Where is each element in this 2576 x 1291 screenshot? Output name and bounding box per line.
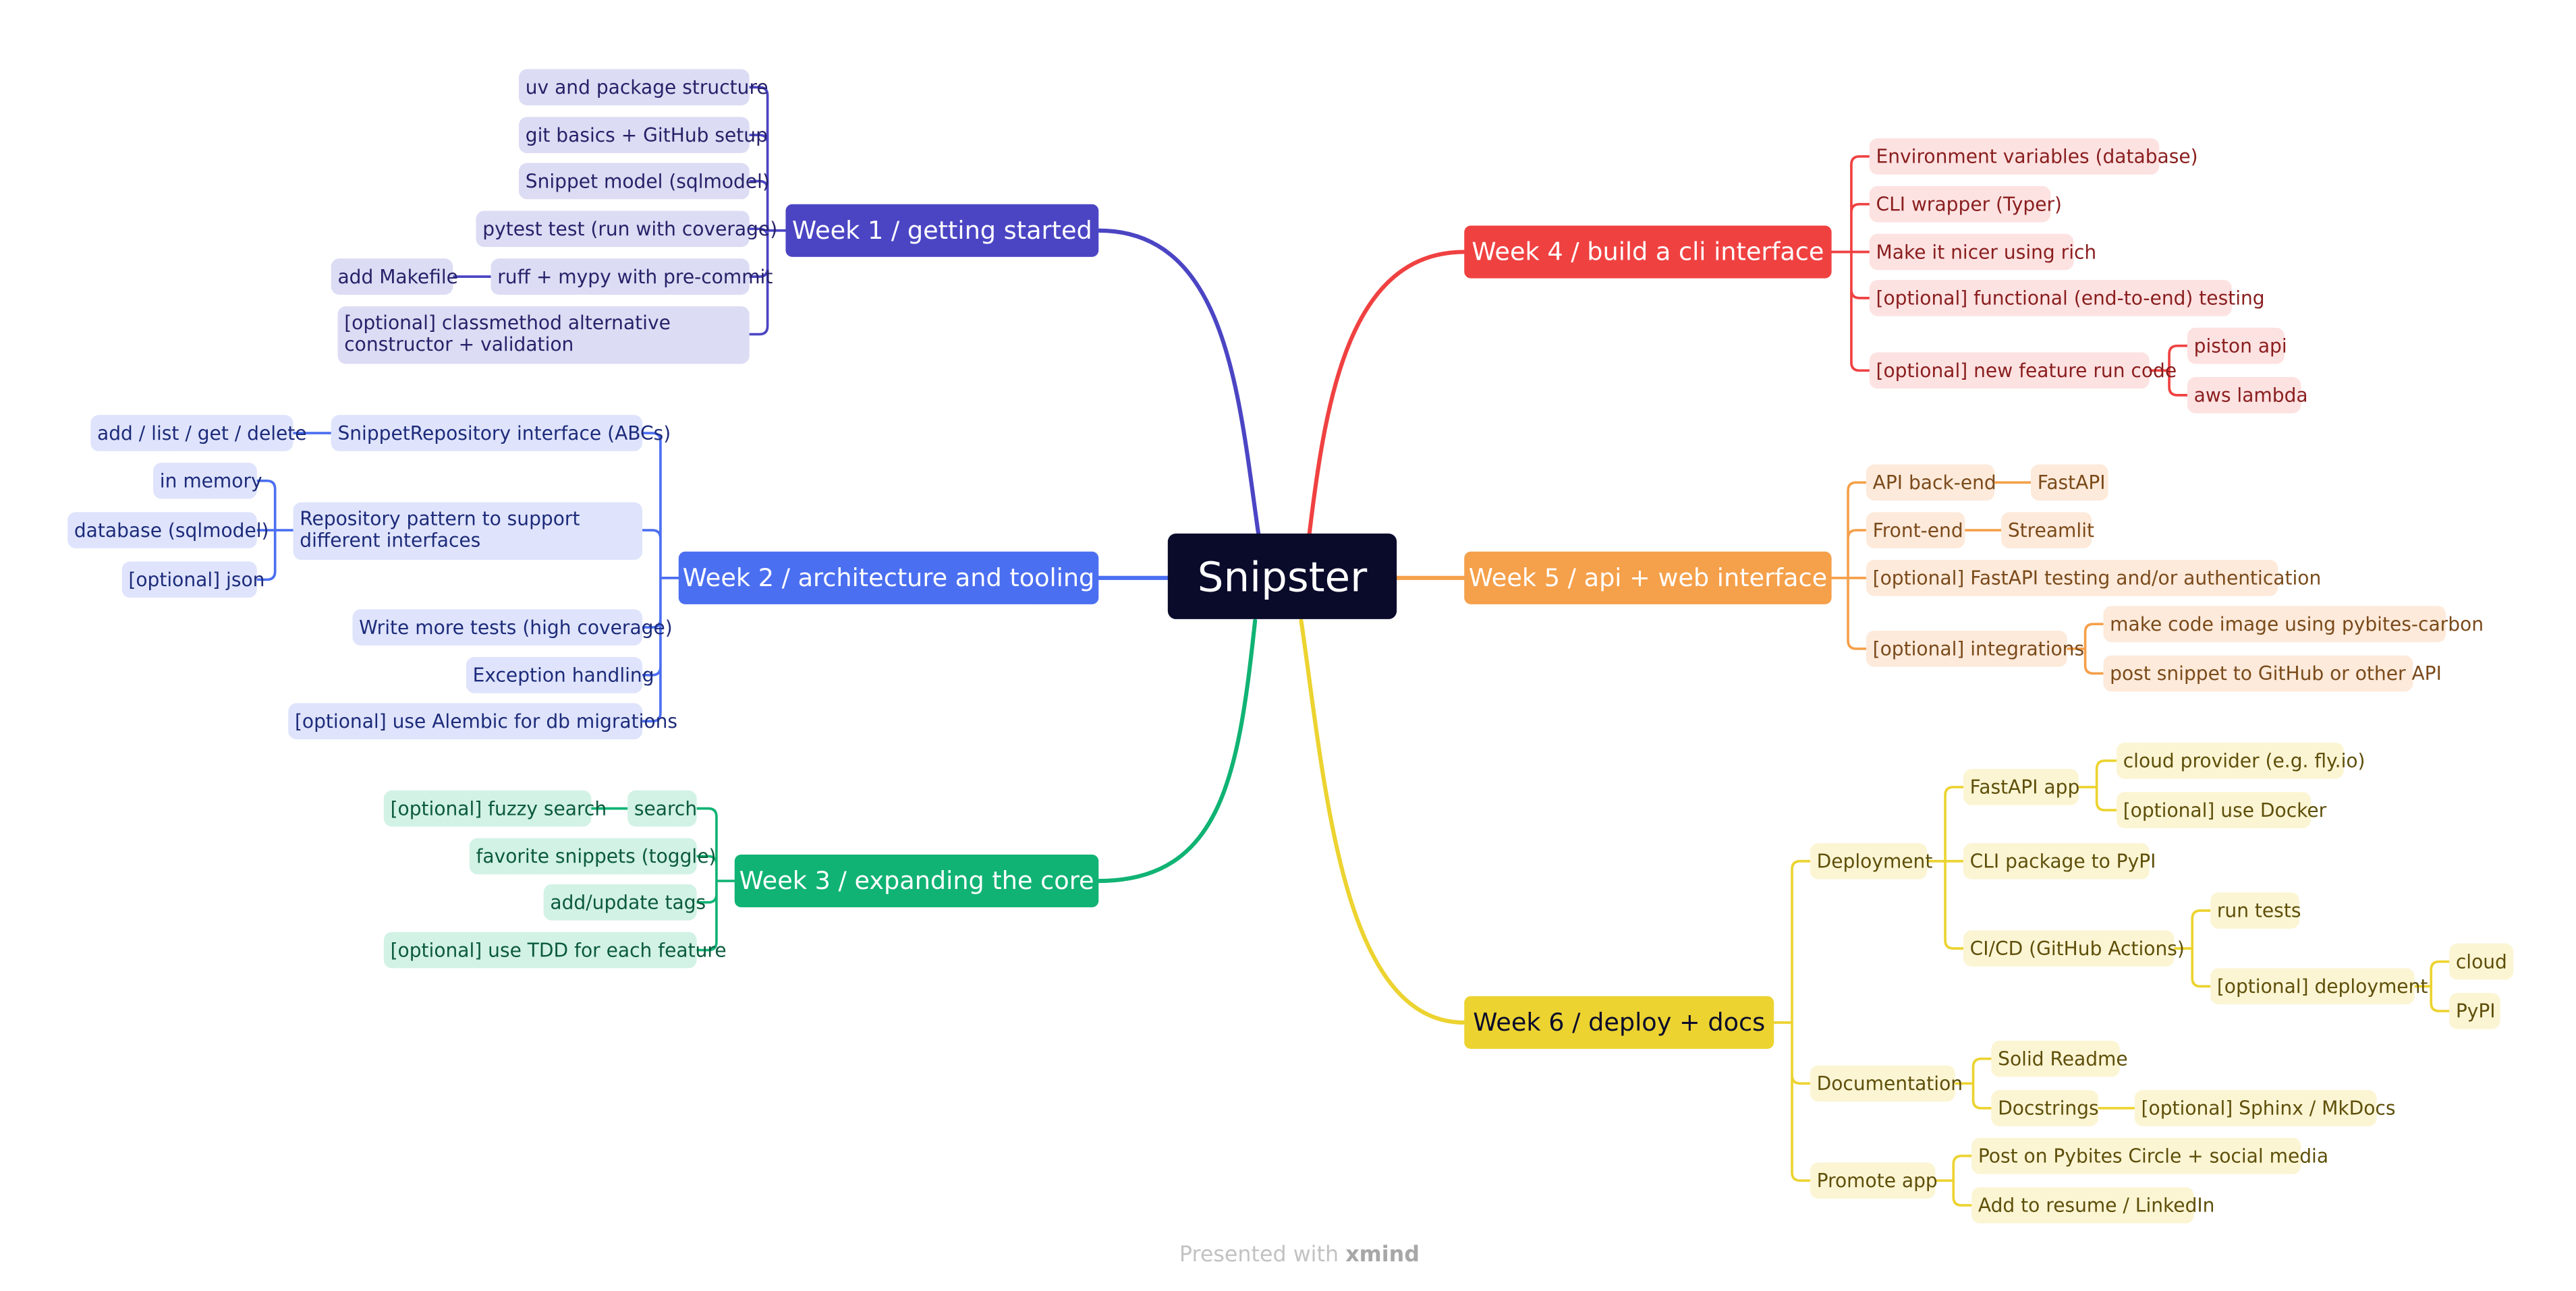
topic-aws-lambda[interactable]: aws lambda <box>2187 377 2308 413</box>
topic-uv-and-package-structure[interactable]: uv and package structure <box>518 69 768 106</box>
edge-w6-children <box>1772 859 1812 1182</box>
topic-snippet-model-sqlmodel[interactable]: Snippet model (sqlmodel) <box>518 163 770 200</box>
topic-cli-package-to-pypi[interactable]: CLI package to PyPI <box>1963 842 2156 880</box>
edge-w6-deployment <box>1926 786 1965 950</box>
topic-api-back-end[interactable]: API back-end <box>1866 464 1996 501</box>
topic-documentation[interactable]: Documentation <box>1810 1065 1963 1102</box>
topic-environment-variables-database[interactable]: Environment variables (database) <box>1869 138 2198 175</box>
branch-week-5-api-web-interface[interactable]: Week 5 / api + web interface <box>1464 551 1832 604</box>
topic-run-tests[interactable]: run tests <box>2210 892 2301 929</box>
footer-prefix: Presented with <box>1179 1243 1339 1268</box>
topic-add-update-tags[interactable]: add/update tags <box>543 884 706 921</box>
topic-snippetrepository-interface-abcs[interactable]: SnippetRepository interface (ABCs) <box>331 415 671 451</box>
topic-deployment[interactable]: Deployment <box>1810 842 1932 880</box>
edge-root-w6 <box>1299 619 1467 1025</box>
topic-optional-use-docker[interactable]: [optional] use Docker <box>2116 792 2326 828</box>
topic-ci-cd-github-actions[interactable]: CI/CD (GitHub Actions) <box>1963 930 2185 967</box>
topic-optional-use-alembic-for-db-migrations[interactable]: [optional] use Alembic for db migrations <box>288 703 677 740</box>
topic-optional-fastapi-testing-and-or-authentication[interactable]: [optional] FastAPI testing and/or authen… <box>1866 560 2321 596</box>
topic-optional-json[interactable]: [optional] json <box>121 561 264 598</box>
topic-database-sqlmodel[interactable]: database (sqlmodel) <box>67 512 269 548</box>
topic-fastapi-app[interactable]: FastAPI app <box>1963 769 2079 805</box>
edge-w4-runcode-children <box>2148 344 2189 397</box>
topic-exception-handling[interactable]: Exception handling <box>466 657 654 693</box>
topic-search[interactable]: search <box>627 790 697 827</box>
topic-add-to-resume-linkedin[interactable]: Add to resume / LinkedIn <box>1971 1187 2214 1224</box>
topic-git-basics-github-setup[interactable]: git basics + GitHub setup <box>518 117 768 154</box>
edge-w5-integrations <box>2065 623 2105 675</box>
topic-optional-use-tdd-for-each-feature[interactable]: [optional] use TDD for each feature <box>383 931 727 969</box>
branch-week-4-build-a-cli-interface[interactable]: Week 4 / build a cli interface <box>1464 225 1832 279</box>
edge-w2-repo-children <box>255 479 295 581</box>
presented-with-footer: Presented with xmind <box>1179 1243 1420 1268</box>
branch-week-3-expanding-the-core[interactable]: Week 3 / expanding the core <box>734 854 1099 908</box>
edge-w4-children <box>1830 155 1871 372</box>
root-node-snipster[interactable]: Snipster <box>1167 533 1397 619</box>
edge-root-w1 <box>1096 228 1261 536</box>
topic-write-more-tests-high-coverage[interactable]: Write more tests (high coverage) <box>352 609 673 646</box>
topic-optional-classmethod-alternative-constructor-validation[interactable]: [optional] classmethod alternative const… <box>337 305 750 364</box>
topic-docstrings[interactable]: Docstrings <box>1991 1090 2099 1126</box>
branch-week-6-deploy-docs[interactable]: Week 6 / deploy + docs <box>1464 996 1774 1050</box>
topic-solid-readme[interactable]: Solid Readme <box>1991 1040 2128 1077</box>
xmind-brand: xmind <box>1345 1243 1420 1268</box>
topic-cloud[interactable]: cloud <box>2449 943 2514 980</box>
topic-promote-app[interactable]: Promote app <box>1810 1162 1938 1199</box>
topic-optional-fuzzy-search[interactable]: [optional] fuzzy search <box>383 790 607 827</box>
topic-post-snippet-to-github-or-other-api[interactable]: post snippet to GitHub or other API <box>2103 655 2442 692</box>
topic-make-it-nicer-using-rich[interactable]: Make it nicer using rich <box>1869 233 2096 270</box>
edge-w1-children <box>748 86 787 336</box>
edge-w6-promote <box>1934 1154 1973 1207</box>
topic-pytest-test-run-with-coverage[interactable]: pytest test (run with coverage) <box>476 210 777 248</box>
topic-optional-functional-end-to-end-testing[interactable]: [optional] functional (end-to-end) testi… <box>1869 280 2265 316</box>
edge-w6-fastapi-app <box>2077 759 2118 811</box>
edge-w6-cicd <box>2173 909 2212 988</box>
topic-streamlit[interactable]: Streamlit <box>2001 512 2094 548</box>
topic-add-list-get-delete[interactable]: add / list / get / delete <box>90 415 307 451</box>
edge-w6-deploy-targets <box>2413 960 2451 1012</box>
topic-post-on-pybites-circle-social-media[interactable]: Post on Pybites Circle + social media <box>1971 1137 2328 1174</box>
edge-w5-children <box>1830 481 1868 650</box>
topic-repository-pattern-to-support-different-interfaces[interactable]: Repository pattern to support different … <box>293 501 643 559</box>
topic-add-makefile[interactable]: add Makefile <box>331 258 458 295</box>
topic-piston-api[interactable]: piston api <box>2187 327 2287 364</box>
edge-w2-children <box>641 432 680 723</box>
topic-favorite-snippets-toggle[interactable]: favorite snippets (toggle) <box>469 838 716 875</box>
topic-ruff-mypy-with-pre-commit[interactable]: ruff + mypy with pre-commit <box>491 258 773 295</box>
topic-optional-deployment[interactable]: [optional] deployment <box>2210 968 2428 1005</box>
topic-cli-wrapper-typer[interactable]: CLI wrapper (Typer) <box>1869 185 2062 223</box>
topic-front-end[interactable]: Front-end <box>1866 512 1965 548</box>
topic-pypi[interactable]: PyPI <box>2449 993 2500 1029</box>
edge-w3-children <box>695 807 736 952</box>
branch-week-2-architecture-and-tooling[interactable]: Week 2 / architecture and tooling <box>678 551 1099 604</box>
topic-optional-sphinx-mkdocs[interactable]: [optional] Sphinx / MkDocs <box>2134 1090 2395 1126</box>
topic-cloud-provider-e-g-fly-io[interactable]: cloud provider (e.g. fly.io) <box>2116 742 2365 779</box>
topic-in-memory[interactable]: in memory <box>153 462 262 499</box>
branch-week-1-getting-started[interactable]: Week 1 / getting started <box>785 204 1099 257</box>
topic-make-code-image-using-pybites-carbon[interactable]: make code image using pybites-carbon <box>2103 606 2484 643</box>
topic-optional-integrations[interactable]: [optional] integrations <box>1866 630 2084 667</box>
edge-root-w3 <box>1096 619 1258 884</box>
topic-fastapi[interactable]: FastAPI <box>2030 464 2108 501</box>
edge-w6-documentation <box>1953 1057 1993 1110</box>
edge-root-w4 <box>1307 250 1467 536</box>
topic-optional-new-feature-run-code[interactable]: [optional] new feature run code <box>1869 352 2177 389</box>
